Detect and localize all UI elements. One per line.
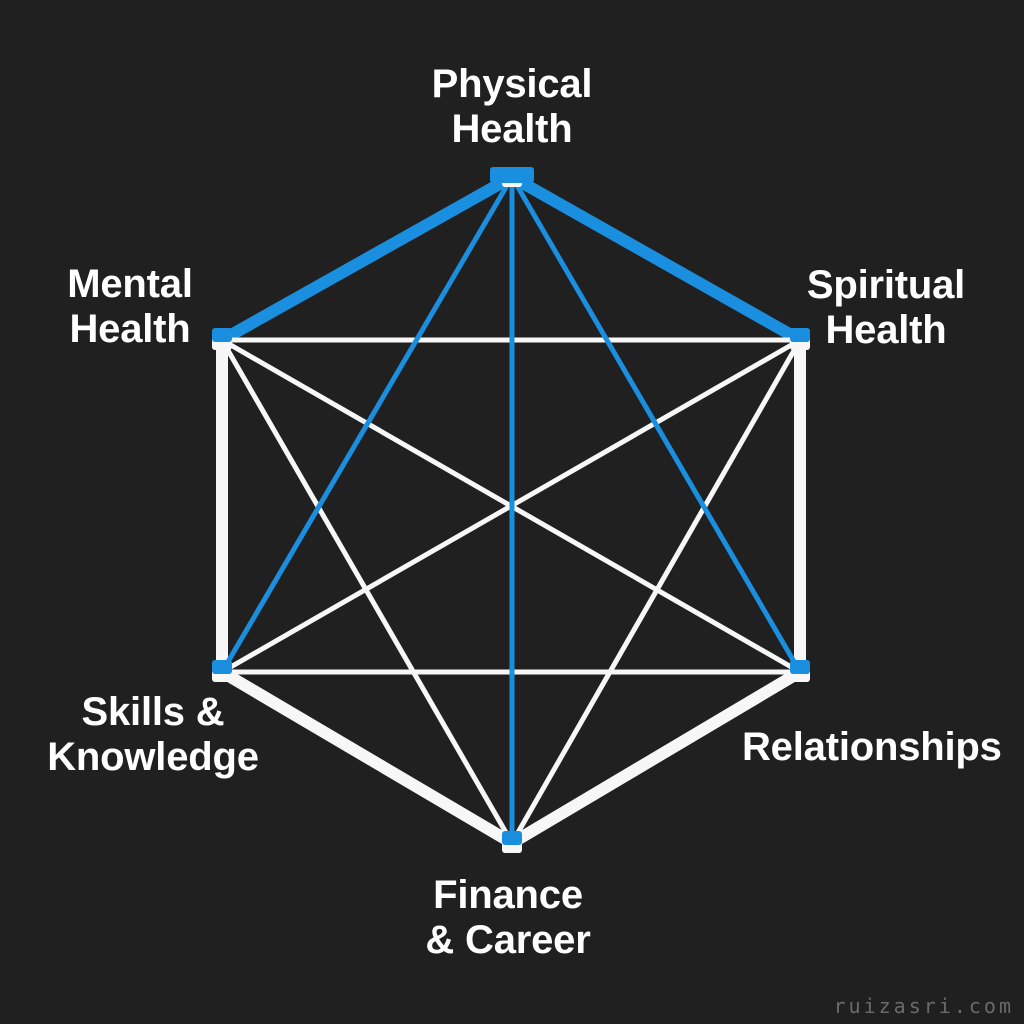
edge-finance-mental <box>219 337 515 846</box>
edge-physical-relationships <box>509 174 803 675</box>
edge-finance-skills <box>216 666 518 849</box>
node-label-finance-career: Finance & Career <box>425 873 591 962</box>
edge-physical-spiritual <box>506 171 806 346</box>
node-marker-finance <box>502 831 522 853</box>
node-marker-mental <box>212 328 232 350</box>
edge-physical-skills <box>219 174 515 675</box>
node-marker-relationships <box>790 660 810 682</box>
node-label-relationships: Relationships <box>742 725 1002 769</box>
watermark-text: ruizasri.com <box>833 994 1014 1018</box>
edge-physical-mental <box>216 171 518 346</box>
node-marker-skills <box>212 660 232 682</box>
node-label-mental-health: Mental Health <box>67 262 193 351</box>
node-marker-physical <box>490 167 534 187</box>
edge-relationships-finance <box>506 666 806 849</box>
node-label-skills-knowledge: Skills & Knowledge <box>47 690 259 779</box>
node-label-physical-health: Physical Health <box>431 62 593 151</box>
node-marker-spiritual <box>790 328 810 350</box>
node-label-spiritual-health: Spiritual Health <box>806 263 966 352</box>
